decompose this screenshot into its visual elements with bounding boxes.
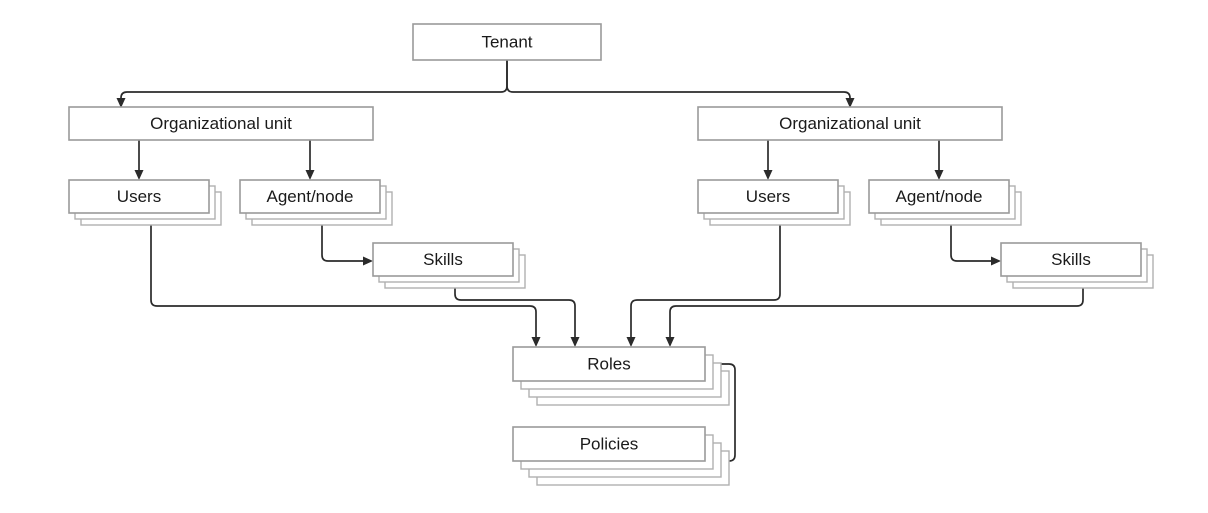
node-skills-right[interactable]: Skills — [1000, 242, 1154, 289]
edge-tenant-to-ou-right — [506, 60, 855, 108]
node-tenant[interactable]: Tenant — [412, 23, 602, 61]
edge-agent-left-to-skills — [321, 225, 373, 266]
edge-ou-right-to-users — [763, 140, 773, 180]
connector-layer — [116, 60, 1084, 466]
edge-tenant-to-ou-left — [116, 60, 508, 108]
node-agent-right[interactable]: Agent/node — [868, 179, 1022, 226]
edge-agent-right-to-skills — [950, 225, 1001, 266]
node-ou-left[interactable]: Organizational unit — [68, 106, 374, 141]
edge-users-left-to-roles — [150, 225, 541, 347]
node-skills-left[interactable]: Skills — [372, 242, 526, 289]
edge-ou-left-to-users — [134, 140, 144, 180]
edge-ou-left-to-agent — [305, 140, 315, 180]
node-ou-right[interactable]: Organizational unit — [697, 106, 1003, 141]
node-agent-left[interactable]: Agent/node — [239, 179, 393, 226]
edge-skills-right-to-roles — [665, 288, 1084, 347]
node-policies[interactable]: Policies — [512, 426, 730, 486]
node-roles[interactable]: Roles — [512, 346, 730, 406]
edge-users-right-to-roles — [626, 225, 781, 347]
node-users-left[interactable]: Users — [68, 179, 222, 226]
edge-ou-right-to-agent — [934, 140, 944, 180]
node-users-right[interactable]: Users — [697, 179, 851, 226]
edge-skills-left-to-roles — [454, 288, 580, 347]
